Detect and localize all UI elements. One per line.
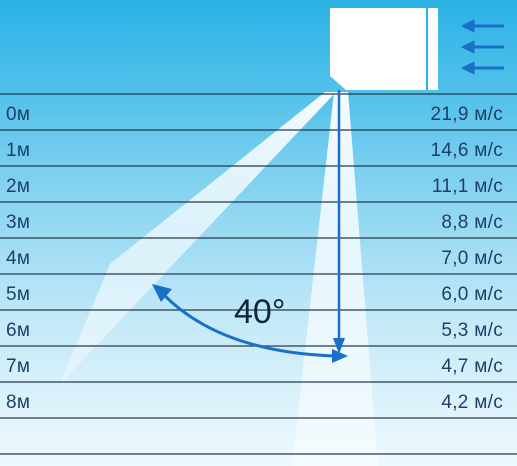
distance-label: 2м <box>6 176 31 197</box>
distance-row: 8м 4,2 м/с <box>0 382 517 418</box>
distance-label: 0м <box>6 104 31 125</box>
speed-value: 8,8 м/с <box>441 212 503 233</box>
distance-row: 3м 8,8 м/с <box>0 202 517 238</box>
air-conditioner-icon <box>330 8 438 90</box>
distance-row: 7м 4,7 м/с <box>0 346 517 382</box>
intake-arrows-icon <box>460 19 504 75</box>
distance-label: 8м <box>6 392 31 413</box>
distance-label: 1м <box>6 140 31 161</box>
distance-label: 3м <box>6 212 31 233</box>
angle-arc-icon <box>152 284 348 363</box>
speed-value: 6,0 м/с <box>441 284 503 305</box>
speed-value: 5,3 м/с <box>441 320 503 341</box>
airflow-beam-right <box>292 92 378 466</box>
distance-label: 7м <box>6 356 31 377</box>
speed-value: 11,1 м/с <box>431 176 503 197</box>
speed-value: 7,0 м/с <box>441 248 503 269</box>
distance-label: 5м <box>6 284 31 305</box>
distance-row: 5м 6,0 м/с <box>0 274 517 310</box>
distance-lines <box>0 93 517 455</box>
speed-value: 4,7 м/с <box>441 356 503 377</box>
distance-label: 4м <box>6 248 31 269</box>
down-arrow-icon <box>333 90 345 354</box>
distance-row: 4м 7,0 м/с <box>0 238 517 274</box>
distance-row: 0м 21,9 м/с <box>0 94 517 130</box>
distance-row: 1м 14,6 м/с <box>0 130 517 166</box>
angle-label: 40° <box>234 293 286 331</box>
distance-row: 2м 11,1 м/с <box>0 166 517 202</box>
distance-row: 6м 5,3 м/с <box>0 310 517 346</box>
distance-label: 6м <box>6 320 31 341</box>
speed-value: 4,2 м/с <box>441 392 503 413</box>
speed-value: 21,9 м/с <box>430 104 503 125</box>
speed-value: 14,6 м/с <box>430 140 503 161</box>
